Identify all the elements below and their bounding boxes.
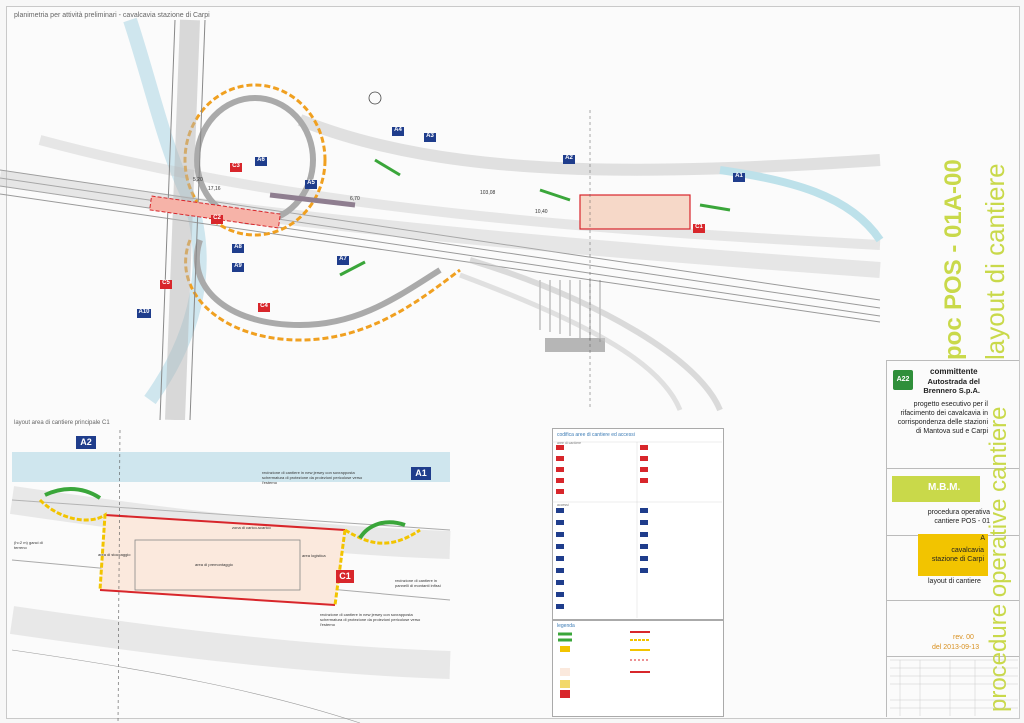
- access-label-a6: A6: [255, 157, 267, 166]
- dimension-5: 10,40: [535, 209, 548, 215]
- access-label-a3: A3: [424, 133, 436, 142]
- inset-title: layout area di cantiere principale C1: [14, 420, 110, 426]
- worksite-label-c2: C2: [211, 215, 223, 224]
- client-label: committente: [930, 367, 978, 376]
- area-logistica: area logistica: [302, 553, 326, 558]
- access-label-a2: A2: [563, 155, 575, 164]
- plan-title: planimetria per attività preliminari - c…: [14, 12, 210, 19]
- note-fence-bottom: recinzione di cantiere in new jersey con…: [320, 612, 421, 627]
- access-label-a7: A7: [337, 256, 349, 265]
- inset-c1-plan: [9, 429, 451, 723]
- procedure-name: procedura operativa cantiere POS - 01: [927, 509, 990, 525]
- inset-worksite-c1: C1: [336, 570, 354, 583]
- dimension-1: 103,08: [480, 190, 496, 196]
- note-fence-top: recinzione di cantiere in new jersey con…: [262, 470, 363, 485]
- site-plan: [0, 17, 884, 420]
- note-fence-left: (h=2 m) ganci di terreno: [14, 540, 43, 550]
- codes-table: codifica aree di cantiere ed accessi are…: [552, 428, 724, 620]
- area-premontaggio: area di premontaggio: [195, 562, 233, 567]
- inset-access-a2: A2: [76, 436, 96, 449]
- client-name: Autostrada del Brennero S.p.A.: [923, 377, 980, 395]
- zona-carico-scarico: zona di carico-scarico: [232, 525, 271, 530]
- section-box: A cavalcavia stazione di Carpi: [918, 534, 988, 576]
- access-label-a4: A4: [392, 127, 404, 136]
- codes-section-c: aree di cantiere: [557, 441, 582, 445]
- access-label-a1: A1: [733, 173, 745, 182]
- inset-access-a1: A1: [411, 467, 431, 480]
- dimension-4: 5,20: [193, 177, 203, 183]
- worksite-label-c3: C3: [230, 163, 242, 172]
- legend-title: legenda: [557, 623, 575, 629]
- access-label-a8: A8: [232, 244, 244, 253]
- legend: legenda: [552, 620, 724, 717]
- access-label-a9: A9: [232, 263, 244, 272]
- worksite-label-c5: C5: [160, 280, 172, 289]
- access-label-a5: A5: [305, 180, 317, 189]
- codes-section-a: accessi: [557, 503, 569, 507]
- company-logo-text: M.B.M.: [928, 482, 961, 493]
- section-name: cavalcavia stazione di Carpi: [931, 547, 984, 563]
- client-logo-icon: A22: [893, 370, 913, 390]
- project-description: progetto esecutivo per il rifacimento de…: [897, 401, 988, 435]
- note-fence-right: recinzione di cantiere in pannelli di mo…: [395, 578, 441, 588]
- company-logo: M.B.M.: [892, 476, 980, 502]
- access-label-a10: A10: [137, 309, 151, 318]
- sheet-name: layout di cantiere: [928, 578, 981, 585]
- worksite-label-c1: C1: [693, 224, 705, 233]
- worksite-label-c4: C4: [258, 303, 270, 312]
- revision-date: del 2013-09-13: [932, 644, 980, 651]
- dimension-3: 6,70: [350, 196, 360, 202]
- section-letter: A: [980, 535, 985, 542]
- codes-table-title: codifica aree di cantiere ed accessi: [557, 432, 635, 438]
- revision: rev. 00: [953, 634, 974, 641]
- area-stoccaggio: area di stoccaggio: [98, 552, 131, 557]
- dimension-2: 17,16: [208, 186, 221, 192]
